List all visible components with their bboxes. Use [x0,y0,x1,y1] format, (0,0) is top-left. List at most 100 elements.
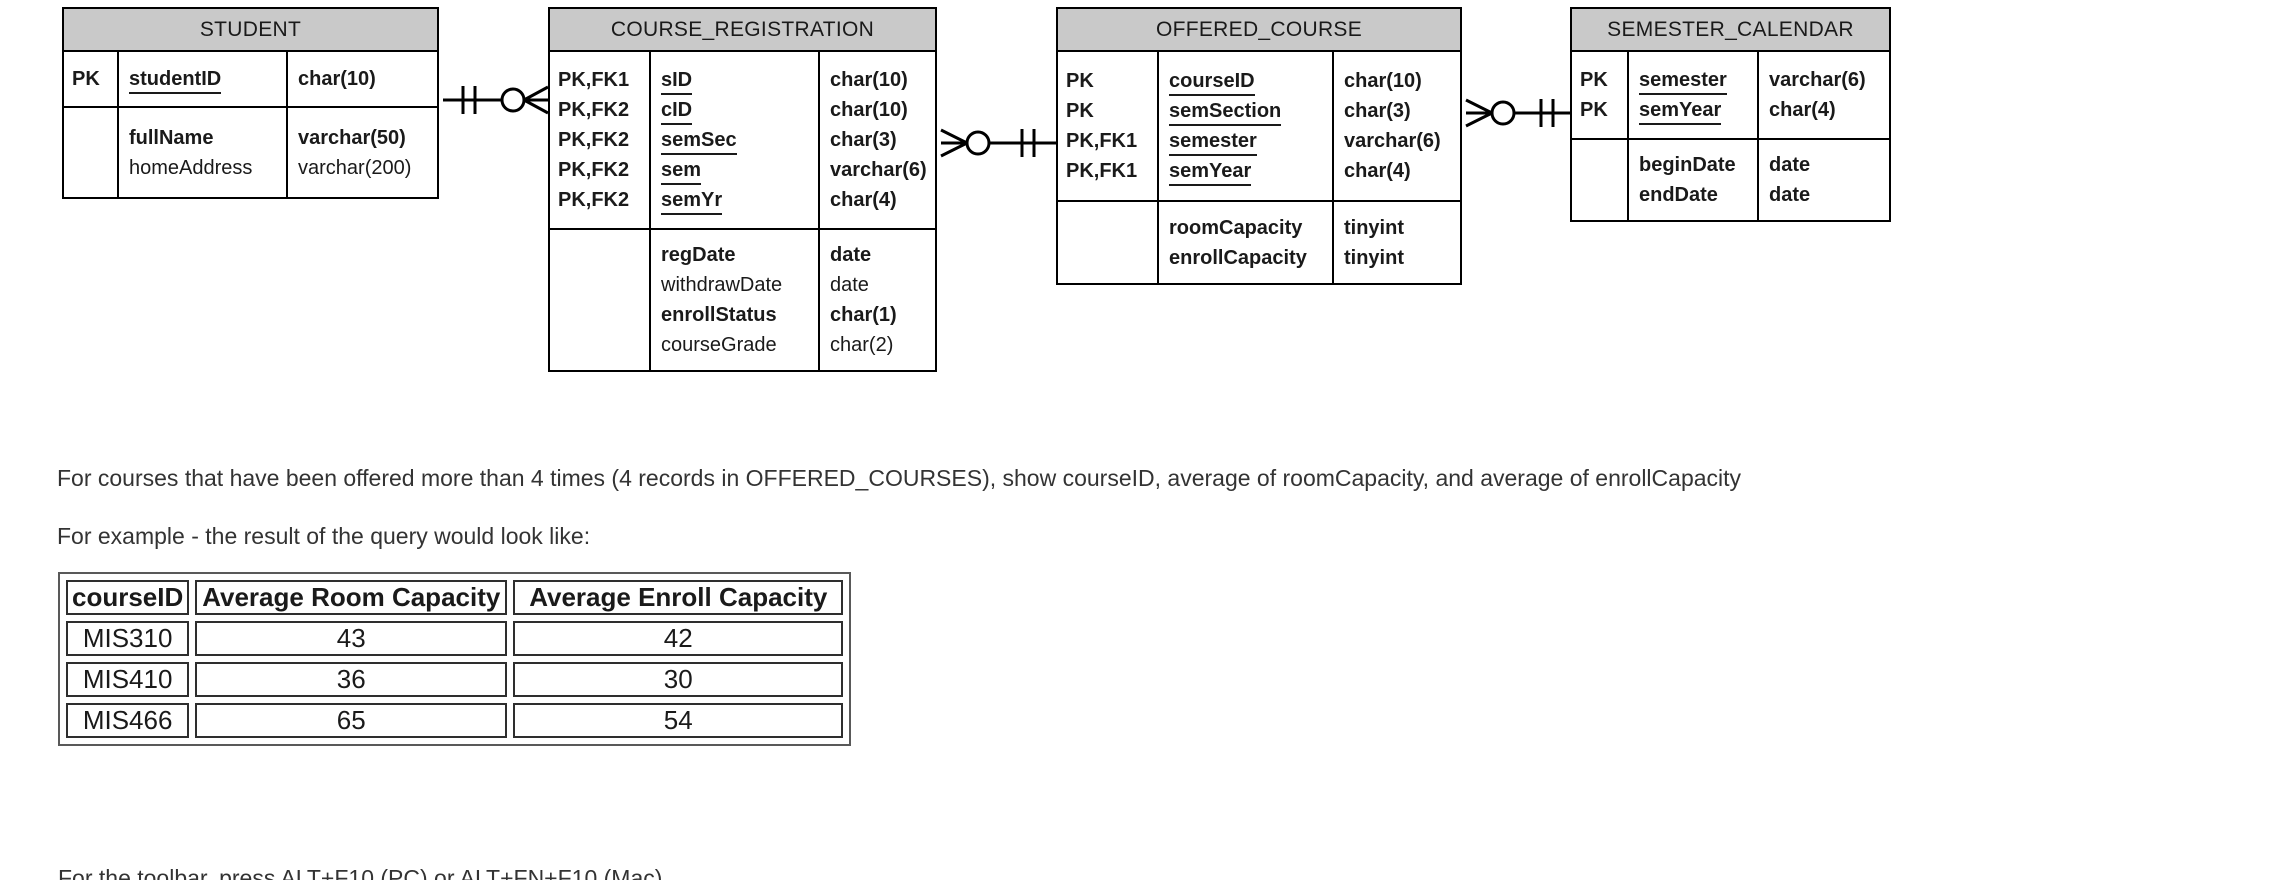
result-cell: MIS410 [66,662,190,697]
er-key-label: PK,FK1 [1066,160,1138,182]
er-attribute-name: cID [661,98,693,125]
er-key-label: PK [72,68,100,90]
er-attribute-type: varchar(6) [1344,130,1441,152]
er-type-column: char(10) char(10) char(3) varchar(6) char(4) [820,52,935,228]
er-name-column: semester semYear [1627,52,1759,138]
er-attribute-name: enrollCapacity [1169,246,1307,269]
er-key-label: PK,FK1 [1066,130,1138,152]
er-attribute-name: semYear [1639,98,1722,125]
er-table-student: STUDENT PK studentID char(10) fullName home… [62,7,439,199]
er-key-label: PK,FK2 [558,159,630,181]
er-attribute-type: char(3) [1344,100,1411,122]
er-attribute-type: char(10) [298,68,376,90]
er-attribute-type: date [830,274,869,296]
toolbar-hint-text: For the toolbar, press ALT+F10 (PC) or A… [58,865,663,880]
er-attribute-name: semSection [1169,99,1282,126]
er-key-label: PK [1066,70,1094,92]
er-key-label: PK,FK2 [558,99,630,121]
er-attribute-type: char(4) [1769,99,1836,121]
er-attribute-type: varchar(200) [298,156,412,179]
er-key-label: PK,FK2 [558,189,630,211]
er-table-title: COURSE_REGISTRATION [550,9,935,52]
result-cell: MIS466 [66,703,190,738]
er-attribute-type: char(10) [1344,70,1422,92]
er-table-title: OFFERED_COURSE [1058,9,1460,52]
er-key-column: PK [64,52,117,106]
er-attribute-type: char(1) [830,304,897,326]
result-cell: 36 [195,662,508,697]
er-attribute-name: beginDate [1639,154,1736,176]
er-attribute-type: char(4) [830,189,897,211]
er-attribute-name: semester [1639,68,1727,95]
er-attribute-type: char(10) [830,69,908,91]
er-attribute-name: semester [1169,129,1257,156]
er-attribute-name: sID [661,68,693,95]
er-key-column [550,230,649,370]
result-header-cell: Average Enroll Capacity [513,580,844,615]
er-table-title: SEMESTER_CALENDAR [1572,9,1889,52]
question-text: For courses that have been offered more … [57,465,1742,491]
er-attribute-name: semYr [661,188,723,215]
er-key-column [1572,140,1627,220]
er-attribute-type: char(3) [830,129,897,151]
er-attribute-type: tinyint [1344,246,1404,269]
result-cell: 43 [195,621,508,656]
er-key-block: PK studentID char(10) [64,52,437,106]
er-key-column: PK PK [1572,52,1627,138]
connector-course-registration-offered-course [940,128,1056,158]
result-header-cell: courseID [66,580,190,615]
er-attribute-name: semSec [661,128,737,155]
er-name-column: roomCapacity enrollCapacity [1157,202,1334,283]
er-type-column: char(10) [288,52,437,106]
result-cell: 65 [195,703,508,738]
er-attribute-name: semYear [1169,159,1252,186]
result-header-cell: Average Room Capacity [195,580,508,615]
er-type-column: char(10) char(3) varchar(6) char(4) [1334,52,1460,200]
er-attribute-type: varchar(50) [298,126,406,149]
er-attribute-name: studentID [129,67,222,94]
result-cell: 42 [513,621,844,656]
er-name-column: fullName homeAddress [117,108,288,197]
er-key-label: PK [1580,69,1608,91]
er-attribute-type: char(2) [830,334,894,356]
er-attribute-block: fullName homeAddress varchar(50) varchar(20… [64,106,437,197]
er-attribute-name: fullName [129,126,214,149]
er-attribute-type: char(10) [830,99,908,121]
result-cell: 30 [513,662,844,697]
er-attribute-type: date [1769,154,1811,176]
er-table-title: STUDENT [64,9,437,52]
er-key-label: PK [1066,100,1094,122]
er-attribute-type: char(4) [1344,160,1411,182]
er-attribute-name: courseGrade [661,334,777,356]
er-attribute-type: varchar(6) [1769,69,1866,91]
er-attribute-name: roomCapacity [1169,216,1303,239]
connector-offered-course-semester-calendar [1465,98,1570,128]
er-key-label: PK [1580,99,1608,121]
er-key-column [64,108,117,197]
er-attribute-name: regDate [661,244,736,266]
er-table-semester-calendar: SEMESTER_CALENDAR PK PK semester semYear var… [1570,7,1891,222]
er-key-label: PK,FK1 [558,69,630,91]
er-attribute-name: homeAddress [129,156,253,179]
result-cell: 54 [513,703,844,738]
er-attribute-type: varchar(6) [830,159,927,181]
